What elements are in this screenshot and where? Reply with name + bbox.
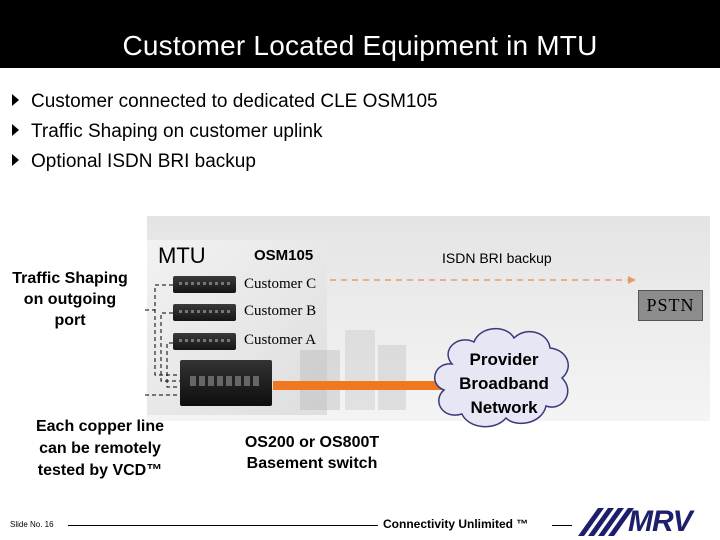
footer-tagline: Connectivity Unlimited ™ <box>383 517 529 531</box>
mrv-logo-mark-icon <box>578 508 634 536</box>
bullet-arrow-icon <box>12 94 19 106</box>
bullet-item: Customer connected to dedicated CLE OSM1… <box>12 91 438 113</box>
bullet-text: Optional ISDN BRI backup <box>31 151 256 172</box>
bullet-arrow-icon <box>12 124 19 136</box>
copper-lines <box>145 284 180 396</box>
footer-divider-left <box>68 525 378 526</box>
slide-title: Customer Located Equipment in MTU <box>122 30 598 61</box>
osm105-device-c <box>173 276 236 293</box>
uplink-line <box>273 381 443 390</box>
customer-c-label: Customer C <box>244 276 317 292</box>
mtu-label: MTU <box>158 243 206 268</box>
isdn-backup-label: ISDN BRI backup <box>442 250 552 266</box>
bullet-text: Customer connected to dedicated CLE OSM1… <box>31 91 438 112</box>
title-bar <box>0 0 720 68</box>
osm105-device-b <box>173 304 236 321</box>
footer-divider-right <box>552 525 572 526</box>
copper-test-note: Each copper line can be remotely tested … <box>35 418 165 479</box>
bullet-text: Traffic Shaping on customer uplink <box>31 121 323 142</box>
slide-number: Slide No. 16 <box>10 520 54 529</box>
customer-b-label: Customer B <box>244 303 317 319</box>
basement-switch-note: OS200 or OS800T Basement switch <box>244 434 380 472</box>
cloud-icon <box>434 328 569 428</box>
title-divider <box>0 68 720 70</box>
cloud-label: Provider Broadband Network <box>459 350 549 417</box>
bullet-arrow-icon <box>12 154 19 166</box>
isdn-arrowhead-icon <box>628 276 636 284</box>
bullet-item: Optional ISDN BRI backup <box>12 151 256 173</box>
osm105-label: OSM105 <box>254 247 314 264</box>
osm105-device-a <box>173 333 236 350</box>
traffic-shaping-note: Traffic Shaping on outgoing port <box>12 270 128 329</box>
customer-a-label: Customer A <box>244 332 317 348</box>
pstn-box: PSTN <box>638 290 703 321</box>
mrv-logo-text: MRV <box>628 505 693 538</box>
bullet-item: Traffic Shaping on customer uplink <box>12 121 323 143</box>
building-icon <box>300 330 406 410</box>
basement-switch-device <box>180 360 272 406</box>
